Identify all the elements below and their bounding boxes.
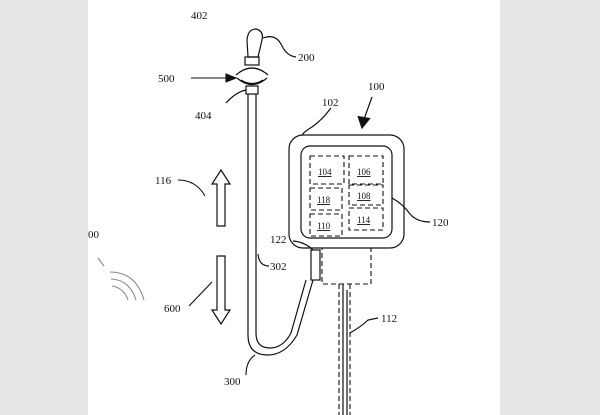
label-122: 122 bbox=[270, 234, 287, 246]
wireless-arc-left-2 bbox=[110, 278, 137, 301]
module-108-box bbox=[348, 184, 384, 206]
module-106-box bbox=[348, 155, 384, 185]
module-104-box bbox=[309, 155, 345, 185]
leader-122 bbox=[292, 240, 314, 251]
earpiece-base bbox=[244, 56, 260, 66]
arrow-116-up bbox=[210, 168, 232, 227]
leader-112 bbox=[349, 317, 379, 334]
module-114-label: 114 bbox=[357, 215, 371, 225]
module-110-box bbox=[309, 213, 343, 237]
dock-interface bbox=[321, 247, 372, 285]
leader-200 bbox=[262, 36, 297, 58]
label-200: 200 bbox=[298, 52, 315, 64]
module-108-label: 108 bbox=[357, 191, 371, 201]
label-00: 00 bbox=[88, 229, 100, 241]
label-600: 600 bbox=[164, 303, 181, 315]
leader-116 bbox=[177, 179, 206, 197]
wireless-arc-left-3 bbox=[109, 271, 145, 301]
cable-connector-404 bbox=[245, 85, 259, 95]
module-118-box bbox=[309, 187, 343, 211]
label-500: 500 bbox=[158, 73, 175, 85]
wireless-arc-lower-1 bbox=[240, 79, 264, 85]
arrow-600-down bbox=[210, 255, 232, 326]
label-112: 112 bbox=[381, 313, 397, 325]
wireless-arc-left-1 bbox=[111, 285, 129, 301]
module-104-label: 104 bbox=[318, 167, 332, 177]
leader-102 bbox=[301, 107, 332, 136]
leader-300 bbox=[245, 354, 256, 376]
cable-300-inner bbox=[255, 94, 307, 349]
label-100: 100 bbox=[368, 81, 385, 93]
patent-sheet bbox=[88, 0, 500, 415]
device-connector-122 bbox=[310, 249, 321, 281]
label-402: 402 bbox=[191, 10, 208, 22]
module-106-label: 106 bbox=[357, 167, 371, 177]
module-110-label: 110 bbox=[317, 221, 331, 231]
leader-00 bbox=[97, 257, 105, 267]
cable-300-outer bbox=[247, 94, 314, 356]
leader-120 bbox=[391, 197, 431, 223]
device-housing-outer bbox=[288, 134, 405, 249]
label-102: 102 bbox=[322, 97, 339, 109]
wireless-arc-upper-2 bbox=[235, 67, 269, 76]
leader-600 bbox=[188, 281, 213, 307]
arrow-500-head bbox=[225, 73, 238, 83]
label-302: 302 bbox=[270, 261, 287, 273]
label-120: 120 bbox=[432, 217, 449, 229]
label-404: 404 bbox=[195, 110, 212, 122]
module-114-box bbox=[348, 207, 384, 231]
earpiece-bud bbox=[246, 28, 263, 58]
leader-404 bbox=[225, 89, 247, 104]
label-300: 300 bbox=[224, 376, 241, 388]
module-118-label: 118 bbox=[317, 195, 331, 205]
wireless-arc-lower-2 bbox=[236, 77, 268, 86]
leader-302 bbox=[257, 253, 270, 267]
label-116: 116 bbox=[155, 175, 172, 187]
device-housing-inner bbox=[300, 145, 393, 239]
arrow-100-head bbox=[357, 115, 371, 130]
